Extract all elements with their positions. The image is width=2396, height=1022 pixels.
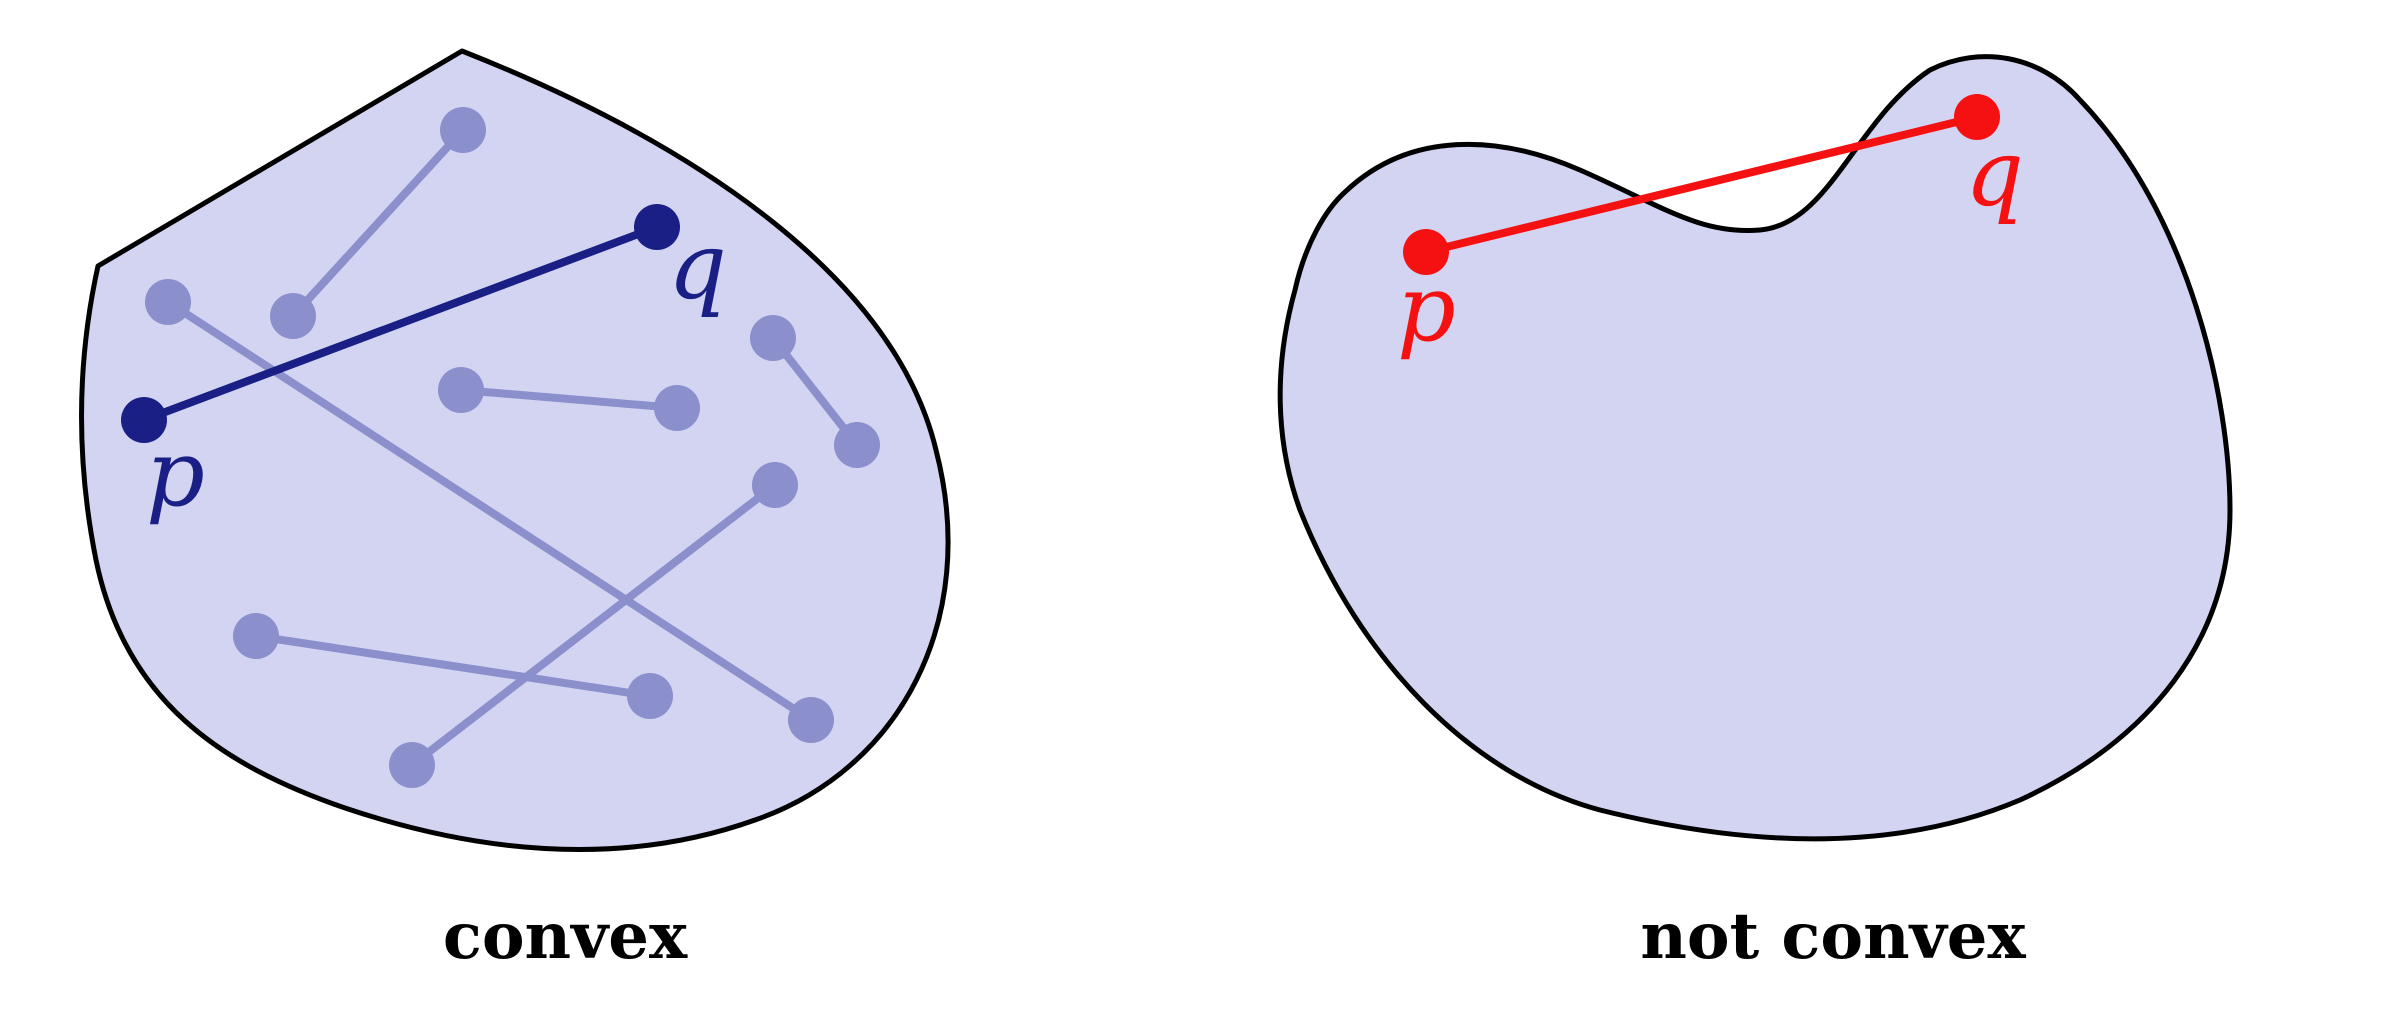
- point: [788, 697, 834, 743]
- point: [440, 107, 486, 153]
- label-p-nonconvex: p: [1397, 255, 1456, 362]
- convex-shape: [79, 48, 951, 852]
- segment-pq-nonconvex: [1422, 113, 1981, 256]
- point: [654, 385, 700, 431]
- label-q-nonconvex: q: [1965, 120, 2024, 227]
- point: [389, 742, 435, 788]
- point-q-nonconvex: [1954, 94, 2000, 140]
- point: [627, 673, 673, 719]
- point: [752, 462, 798, 508]
- point: [270, 293, 316, 339]
- point-p-nonconvex: [1403, 229, 1449, 275]
- segment-6: [252, 632, 654, 700]
- nonconvex-panel: p q not convex: [1277, 54, 2233, 974]
- segment-3: [457, 386, 681, 412]
- nonconvex-shape: [1277, 54, 2233, 842]
- label-q-convex: q: [668, 213, 727, 320]
- segment-5: [408, 481, 779, 769]
- point: [145, 279, 191, 325]
- segment-pq-convex: [140, 223, 661, 424]
- convex-panel: p q convex: [79, 48, 951, 974]
- point: [438, 367, 484, 413]
- point-p-convex: [121, 397, 167, 443]
- point: [233, 613, 279, 659]
- point: [750, 315, 796, 361]
- point: [834, 422, 880, 468]
- point-q-convex: [634, 204, 680, 250]
- caption-convex: convex: [443, 899, 688, 974]
- segment-1: [289, 126, 467, 320]
- caption-not-convex: not convex: [1640, 899, 2026, 974]
- label-p-convex: p: [146, 420, 205, 527]
- interior-points: [145, 107, 880, 788]
